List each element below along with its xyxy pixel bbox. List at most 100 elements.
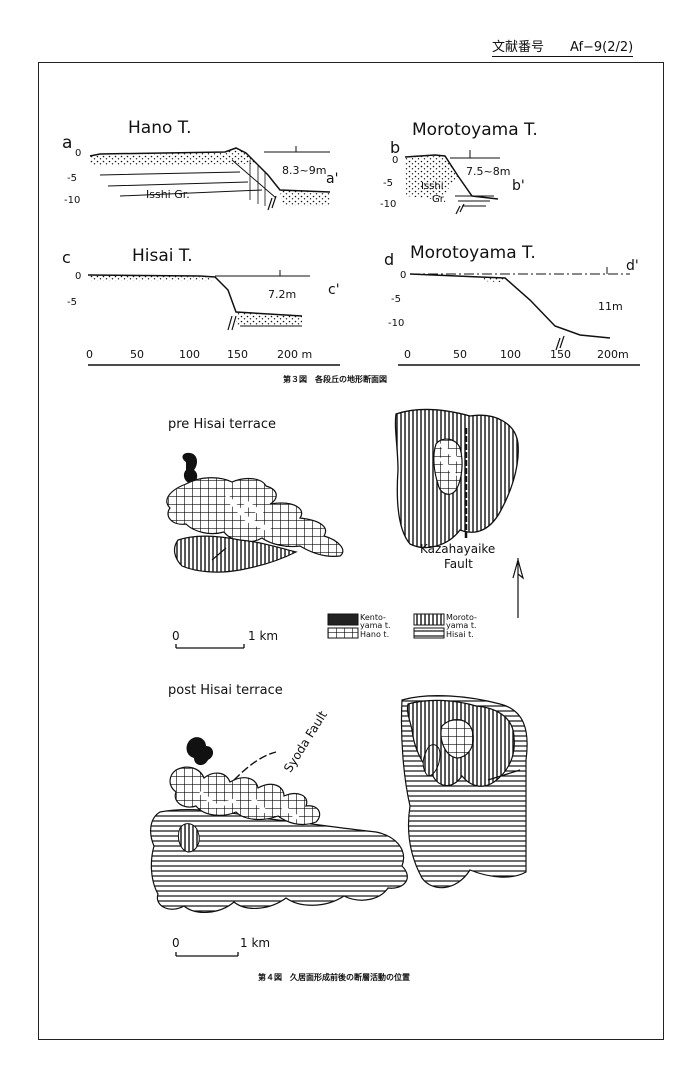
panel-d-surface-line <box>409 273 611 339</box>
panel-b-unit-label-1: Isshi <box>421 181 444 192</box>
pre-valleys <box>224 494 272 533</box>
axis-left-100: 100 <box>179 348 200 361</box>
legend-kentoyama-swatch <box>327 613 359 626</box>
panel-c-surface-line <box>87 274 303 317</box>
axis-left-0: 0 <box>86 348 93 361</box>
panel-c-tick-5: -5 <box>67 297 77 308</box>
panel-b-title: Morotoyama T. <box>412 120 538 140</box>
panel-b-tick-5: -5 <box>383 178 393 189</box>
post-hano-terrace-west <box>169 766 321 826</box>
panel-b-right-mark: b' <box>512 178 525 194</box>
map-legend: Kento- yama t. Hano t. Moroto- yama t. H… <box>327 613 477 639</box>
panel-d-right-mark: d' <box>626 258 639 274</box>
legend-morotoyama-label-1: Moroto- <box>446 613 477 622</box>
post-hisai-title: post Hisai terrace <box>168 683 283 698</box>
panel-a-left-mark: a <box>62 133 72 153</box>
post-scale-unit: 1 km <box>240 936 270 950</box>
figure-4-caption: 第４図 久居面形成前後の断層活動の位置 <box>258 972 410 982</box>
panel-b-fault <box>455 203 465 215</box>
pre-hisai-map-west <box>166 452 344 573</box>
legend-hano-swatch <box>327 627 359 639</box>
panel-b-unit-label-2: Gr. <box>432 194 446 205</box>
panel-b-left-mark: b <box>390 138 400 157</box>
post-morotoyama-west-patch <box>177 823 200 853</box>
axis-right-150: 150 <box>550 348 571 361</box>
pre-scale-zero: 0 <box>172 629 180 643</box>
document-number-label: 文献番号 <box>492 40 545 55</box>
panel-c-lower-deposit <box>236 312 302 326</box>
panel-a-unit-label: Isshi Gr. <box>146 188 190 201</box>
post-scale-zero: 0 <box>172 936 180 950</box>
panel-d-tick-0: 0 <box>400 270 406 281</box>
legend-morotoyama-swatch <box>413 613 445 626</box>
axis-right-100: 100 <box>500 348 521 361</box>
legend-kentoyama-label-2: yama t. <box>360 621 391 630</box>
panel-c-fault <box>227 315 237 331</box>
pre-hisai-map-east: Kazahayaike Fault <box>394 408 525 618</box>
pre-hano-terrace <box>166 477 344 557</box>
figure-3-caption: 第３図 各段丘の地形断面図 <box>283 374 387 384</box>
panel-d-fault <box>555 335 565 351</box>
panel-b-datum <box>450 150 500 159</box>
post-kentoyama-patch <box>186 737 214 766</box>
pre-west-fault <box>211 547 227 561</box>
post-scale-bar: 0 1 km <box>172 936 270 957</box>
syoda-fault-line <box>233 751 277 781</box>
syoda-fault-label: Syoda Fault <box>281 708 330 775</box>
panel-a-tick-10: -10 <box>64 195 80 206</box>
profile-panel-c: c Hisai T. 0 -5 7.2m c' <box>62 246 340 331</box>
panel-a-fault <box>267 195 277 211</box>
document-id: Af−9(2/2) <box>570 40 634 55</box>
panel-a-right-mark: a' <box>326 171 338 187</box>
fig3-distance-axis-right: 0 50 100 150 200m <box>398 348 640 366</box>
post-hisai-map-west: Syoda Fault <box>150 708 408 913</box>
panel-a-height: 8.3~9m <box>282 164 326 177</box>
panel-c-tick-0: 0 <box>75 271 81 282</box>
panel-c-right-mark: c' <box>328 282 340 298</box>
post-hano-east-patch <box>440 719 474 759</box>
axis-left-150: 150 <box>227 348 248 361</box>
legend-hisai-label: Hisai t. <box>446 630 474 639</box>
panel-d-left-mark: d <box>384 250 394 269</box>
profile-panel-a: a Hano T. 0 -5 -10 8.3~9m a' Isshi Gr. <box>62 118 338 211</box>
legend-hisai-swatch <box>413 627 445 639</box>
axis-right-200: 200m <box>597 348 629 361</box>
legend-morotoyama-label-2: yama t. <box>446 621 477 630</box>
panel-d-title: Morotoyama T. <box>410 243 536 263</box>
axis-left-200: 200 m <box>277 348 312 361</box>
panel-a-title: Hano T. <box>128 118 192 138</box>
panel-a-datum <box>264 146 330 153</box>
panel-c-terrace-deposit <box>88 275 215 281</box>
post-morotoyama-east-small <box>422 744 441 777</box>
fig3-distance-axis-left: 0 50 100 150 200 m <box>86 348 340 366</box>
document-number-header: 文献番号 Af−9(2/2) <box>492 36 634 57</box>
panel-c-datum <box>215 270 310 277</box>
pre-scale-bar: 0 1 km <box>172 629 278 649</box>
profile-panel-d: d Morotoyama T. 0 -5 -10 11m d' <box>384 243 639 351</box>
north-arrow-icon <box>512 557 525 618</box>
panel-b-strata-lines <box>455 195 494 207</box>
panel-d-tick-5: -5 <box>391 294 401 305</box>
axis-right-50: 50 <box>453 348 467 361</box>
post-west-valleys <box>198 790 300 820</box>
panel-a-strata-lines <box>99 159 277 199</box>
panel-a-lower-deposit <box>280 190 330 206</box>
panel-a-tick-0: 0 <box>75 148 81 159</box>
post-hisai-terrace-west <box>150 808 408 913</box>
legend-kentoyama-label-1: Kento- <box>360 613 386 622</box>
pre-hisai-title: pre Hisai terrace <box>168 417 276 432</box>
panel-b-tick-10: -10 <box>380 199 396 210</box>
panel-b-height: 7.5~8m <box>466 165 510 178</box>
legend-hano-label: Hano t. <box>360 630 389 639</box>
post-hisai-map-east <box>400 695 528 889</box>
panel-d-height: 11m <box>598 300 623 313</box>
panel-d-tick-10: -10 <box>388 318 404 329</box>
panel-c-left-mark: c <box>62 248 71 267</box>
profile-panel-b: Morotoyama T. b 0 -5 -10 7.5~8m b' Isshi… <box>380 120 538 215</box>
pre-kentoyama-patch <box>182 452 198 484</box>
panel-c-title: Hisai T. <box>132 246 193 266</box>
page-frame <box>38 62 664 1040</box>
axis-right-0: 0 <box>404 348 411 361</box>
panel-c-height: 7.2m <box>268 288 296 301</box>
